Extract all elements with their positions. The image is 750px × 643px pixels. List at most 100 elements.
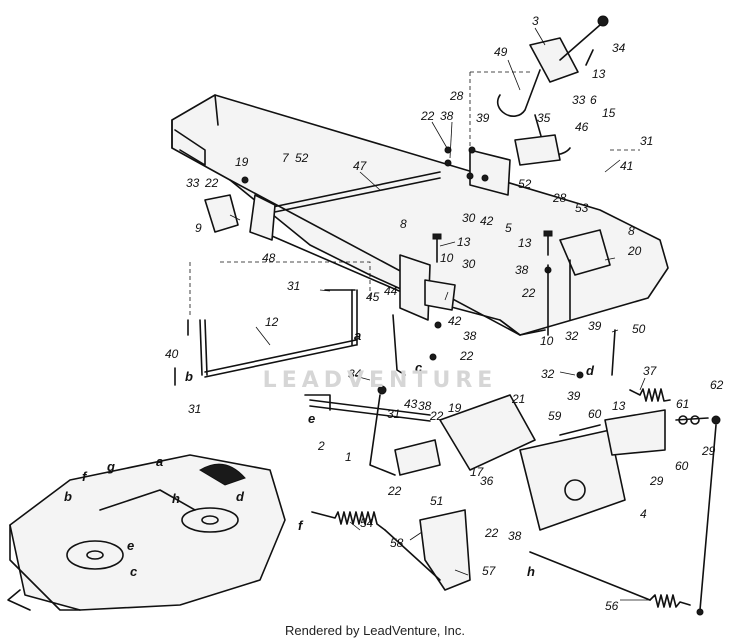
letter-a-link: a [354, 328, 361, 343]
callout-38c: 38 [463, 329, 477, 343]
letter-d-deck: d [236, 489, 245, 504]
vertical-links [199, 259, 616, 376]
callout-29b: 29 [701, 444, 716, 458]
callout-21: 21 [511, 392, 525, 406]
callout-19b: 19 [448, 401, 462, 415]
leader-lines [229, 27, 650, 601]
letter-h-link: h [527, 564, 535, 579]
callout-37: 37 [643, 364, 658, 378]
callout-32a: 32 [565, 329, 579, 343]
callout-6: 6 [590, 93, 597, 107]
mower-deck [7, 454, 286, 611]
lower-assembly [304, 385, 666, 591]
callout-54: 54 [360, 516, 374, 530]
callout-45: 45 [366, 290, 380, 304]
callout-31b: 31 [287, 279, 300, 293]
letter-f-link: f [298, 518, 304, 533]
callout-42: 42 [480, 214, 494, 228]
cables [529, 415, 721, 616]
callout-22: 22 [420, 109, 435, 123]
callout-60a: 60 [588, 407, 602, 421]
letter-d-link: d [586, 363, 595, 378]
callout-34b: 34 [348, 367, 362, 381]
callout-30: 30 [462, 211, 476, 225]
callout-2: 2 [317, 439, 325, 453]
callout-41: 41 [620, 159, 633, 173]
callout-42b: 42 [448, 314, 462, 328]
callout-53: 53 [575, 201, 589, 215]
callout-49: 49 [494, 45, 508, 59]
callout-5: 5 [505, 221, 512, 235]
callout-13c: 13 [518, 236, 532, 250]
callout-13b: 13 [457, 235, 471, 249]
letter-h-deck: h [172, 491, 180, 506]
callout-31: 31 [640, 134, 653, 148]
callout-28: 28 [449, 89, 464, 103]
callout-22c: 22 [521, 286, 536, 300]
callout-61: 61 [676, 397, 689, 411]
callout-19: 19 [235, 155, 249, 169]
callout-22e: 22 [429, 409, 444, 423]
callout-52: 52 [518, 177, 532, 191]
callout-43: 43 [404, 397, 418, 411]
callout-22d: 22 [459, 349, 474, 363]
callout-22g: 22 [484, 526, 499, 540]
letter-c-link: c [415, 360, 423, 375]
letter-e-deck: e [127, 538, 134, 553]
callout-62: 62 [710, 378, 724, 392]
callout-10a: 10 [440, 251, 454, 265]
callout-4: 4 [640, 507, 647, 521]
control-rods [204, 171, 441, 378]
letter-g-deck: g [106, 459, 115, 474]
callout-56: 56 [605, 599, 619, 613]
callout-labels: 3 34 49 13 33 6 15 35 46 31 41 28 22 38 … [165, 14, 724, 613]
callout-47: 47 [353, 159, 368, 173]
callout-59: 59 [548, 409, 562, 423]
letter-f-deck: f [82, 469, 88, 484]
alignment-lines [189, 71, 640, 315]
callout-38: 38 [440, 109, 454, 123]
callout-13d: 13 [612, 399, 626, 413]
callout-40: 40 [165, 347, 179, 361]
footer-credit: Rendered by LeadVenture, Inc. [285, 623, 465, 638]
callout-9: 9 [195, 221, 202, 235]
callout-7: 7 [282, 151, 290, 165]
letter-b-deck: b [64, 489, 72, 504]
callout-39: 39 [476, 111, 490, 125]
callout-20: 20 [627, 244, 642, 258]
callout-15: 15 [602, 106, 616, 120]
callout-60b: 60 [675, 459, 689, 473]
callout-39c: 39 [567, 389, 581, 403]
letter-labels: a b c d e f h a b c d e f g h [64, 328, 595, 579]
callout-58: 58 [390, 536, 404, 550]
callout-48: 48 [262, 251, 276, 265]
letter-c-deck: c [130, 564, 138, 579]
callout-44: 44 [384, 284, 398, 298]
callout-8b: 8 [628, 224, 635, 238]
callout-46: 46 [575, 120, 589, 134]
callout-52b: 52 [295, 151, 309, 165]
brackets [204, 149, 611, 321]
letter-e-link: e [308, 411, 315, 426]
bolts [174, 49, 594, 386]
callout-12: 12 [265, 315, 279, 329]
callout-10b: 10 [540, 334, 554, 348]
callout-3: 3 [532, 14, 539, 28]
callout-30b: 30 [462, 257, 476, 271]
letter-b-link: b [185, 369, 193, 384]
callout-35: 35 [537, 111, 551, 125]
callout-32b: 32 [541, 367, 555, 381]
callout-36: 36 [480, 474, 494, 488]
callout-17: 17 [470, 465, 485, 479]
letter-a-deck: a [156, 454, 163, 469]
callout-38b: 38 [515, 263, 529, 277]
watermark-text: LEADVENTURE [262, 368, 498, 393]
callout-51: 51 [430, 494, 443, 508]
callout-38d: 38 [418, 399, 432, 413]
callout-33: 33 [572, 93, 586, 107]
springs [311, 388, 691, 608]
callout-38e: 38 [508, 529, 522, 543]
callout-29a: 29 [649, 474, 664, 488]
